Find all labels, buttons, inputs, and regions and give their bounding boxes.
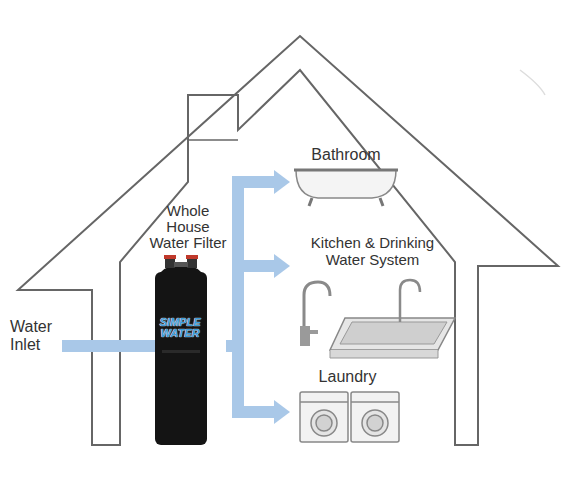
- tank-dome: [155, 264, 207, 290]
- valve-cap: [164, 255, 176, 259]
- node-heading: Laundry: [290, 368, 405, 386]
- room-node: Kitchen & Drinking Water System: [290, 234, 455, 362]
- washer-icon: [300, 392, 399, 442]
- flow-arrow: [226, 346, 290, 424]
- arrowhead: [274, 400, 290, 424]
- filter-unit: Whole House Water FilterSIMPLE WATER: [150, 203, 226, 445]
- filter-tank: [155, 272, 207, 445]
- room-node: Bathroom: [290, 146, 402, 210]
- valve-cap: [186, 255, 198, 259]
- flow-line: [226, 266, 276, 346]
- node-heading: Bathroom: [290, 146, 402, 164]
- node-heading: Whole House Water Filter: [148, 203, 228, 251]
- flow-arrow: [226, 170, 290, 346]
- tank-band: [162, 350, 200, 353]
- chimney-line: [188, 139, 238, 141]
- room-node: Laundry: [290, 368, 405, 444]
- valve: [165, 258, 175, 268]
- roof-mark: [520, 70, 545, 95]
- flow-arrow: [226, 254, 290, 346]
- inlet-pipe: [62, 340, 158, 352]
- house-outline: [18, 36, 558, 445]
- bathtub-icon: [294, 170, 398, 206]
- node-heading: Kitchen & Drinking Water System: [290, 234, 455, 268]
- flow-line: [226, 182, 276, 346]
- logo-text: SIMPLE WATER: [154, 317, 206, 339]
- flow-line: [226, 346, 276, 412]
- arrowhead: [274, 170, 290, 194]
- valve-bridge: [174, 262, 188, 267]
- inlet-label: Water Inlet: [10, 318, 60, 354]
- valve: [187, 258, 197, 268]
- kitchen-sink-icon: [300, 280, 455, 358]
- arrowhead: [274, 254, 290, 278]
